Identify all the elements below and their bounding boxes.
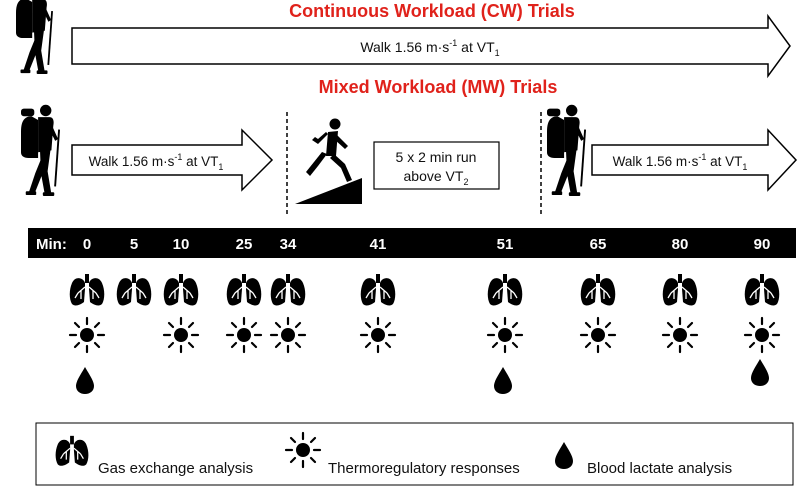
sun-icon: [359, 316, 397, 354]
timeline-minute-10: 10: [173, 236, 190, 253]
sun-icon: [225, 316, 263, 354]
mw-walk-label-2: Walk 1.56 m·s-1 at VT1: [613, 152, 748, 172]
lungs-icon: [662, 273, 698, 307]
timeline-marks: 0 5 10 25 34 41 51 65 80 90: [83, 236, 771, 253]
lungs-icon: [116, 273, 152, 307]
timeline-minute-65: 65: [590, 236, 607, 253]
run-bout-box: [373, 141, 500, 190]
blood-drop-icon: [76, 367, 94, 394]
timeline-bar: [28, 228, 796, 258]
lungs-icon: [744, 273, 780, 307]
hiker-with-backpack-icon: [21, 104, 61, 196]
lungs-icon: [163, 273, 199, 307]
hiker-with-backpack-icon: [547, 104, 587, 196]
sun-icon: [68, 316, 106, 354]
mw-title: Mixed Workload (MW) Trials: [319, 77, 558, 97]
cw-title: Continuous Workload (CW) Trials: [289, 1, 575, 21]
sun-icon: [579, 316, 617, 354]
legend-box: [35, 422, 794, 486]
lungs-icon: [487, 273, 523, 307]
legend-lactate-label: Blood lactate analysis: [587, 460, 732, 477]
run-bout-line1: 5 x 2 min run: [396, 149, 477, 165]
cw-walk-arrow: [71, 13, 791, 79]
legend-gas-label: Gas exchange analysis: [98, 460, 253, 477]
mw-walk-label-1: Walk 1.56 m·s-1 at VT1: [89, 152, 224, 172]
sun-icon: [743, 316, 781, 354]
runner-uphill-icon: [295, 118, 362, 204]
mw-walk-arrow-2: [591, 128, 798, 192]
timeline-label: Min:: [36, 236, 67, 253]
lungs-icon: [270, 273, 306, 307]
hiker-with-backpack-icon: [15, 0, 53, 74]
timeline-minute-90: 90: [754, 236, 771, 253]
sun-icon: [162, 316, 200, 354]
mw-walk-arrow-1: [71, 128, 274, 192]
run-bout-line2: above VT2: [404, 168, 469, 187]
lungs-icon: [69, 273, 105, 307]
sun-icon: [486, 316, 524, 354]
timeline-minute-41: 41: [370, 236, 387, 253]
lungs-icon: [360, 273, 396, 307]
blood-drop-icon: [751, 359, 769, 386]
legend-thermo-label: Thermoregulatory responses: [328, 460, 520, 477]
timeline-minute-25: 25: [236, 236, 253, 253]
blood-drop-icon: [494, 367, 512, 394]
timeline-minute-0: 0: [83, 236, 91, 253]
cw-arrow-label: Walk 1.56 m·s-1 at VT1: [360, 38, 499, 58]
timeline-minute-51: 51: [497, 236, 514, 253]
timeline-minute-34: 34: [280, 236, 297, 253]
sun-icon: [284, 431, 322, 469]
timeline-minute-80: 80: [672, 236, 689, 253]
lungs-icon: [226, 273, 262, 307]
sun-icon: [269, 316, 307, 354]
sun-icon: [661, 316, 699, 354]
lungs-icon: [580, 273, 616, 307]
timeline-minute-5: 5: [130, 236, 138, 253]
